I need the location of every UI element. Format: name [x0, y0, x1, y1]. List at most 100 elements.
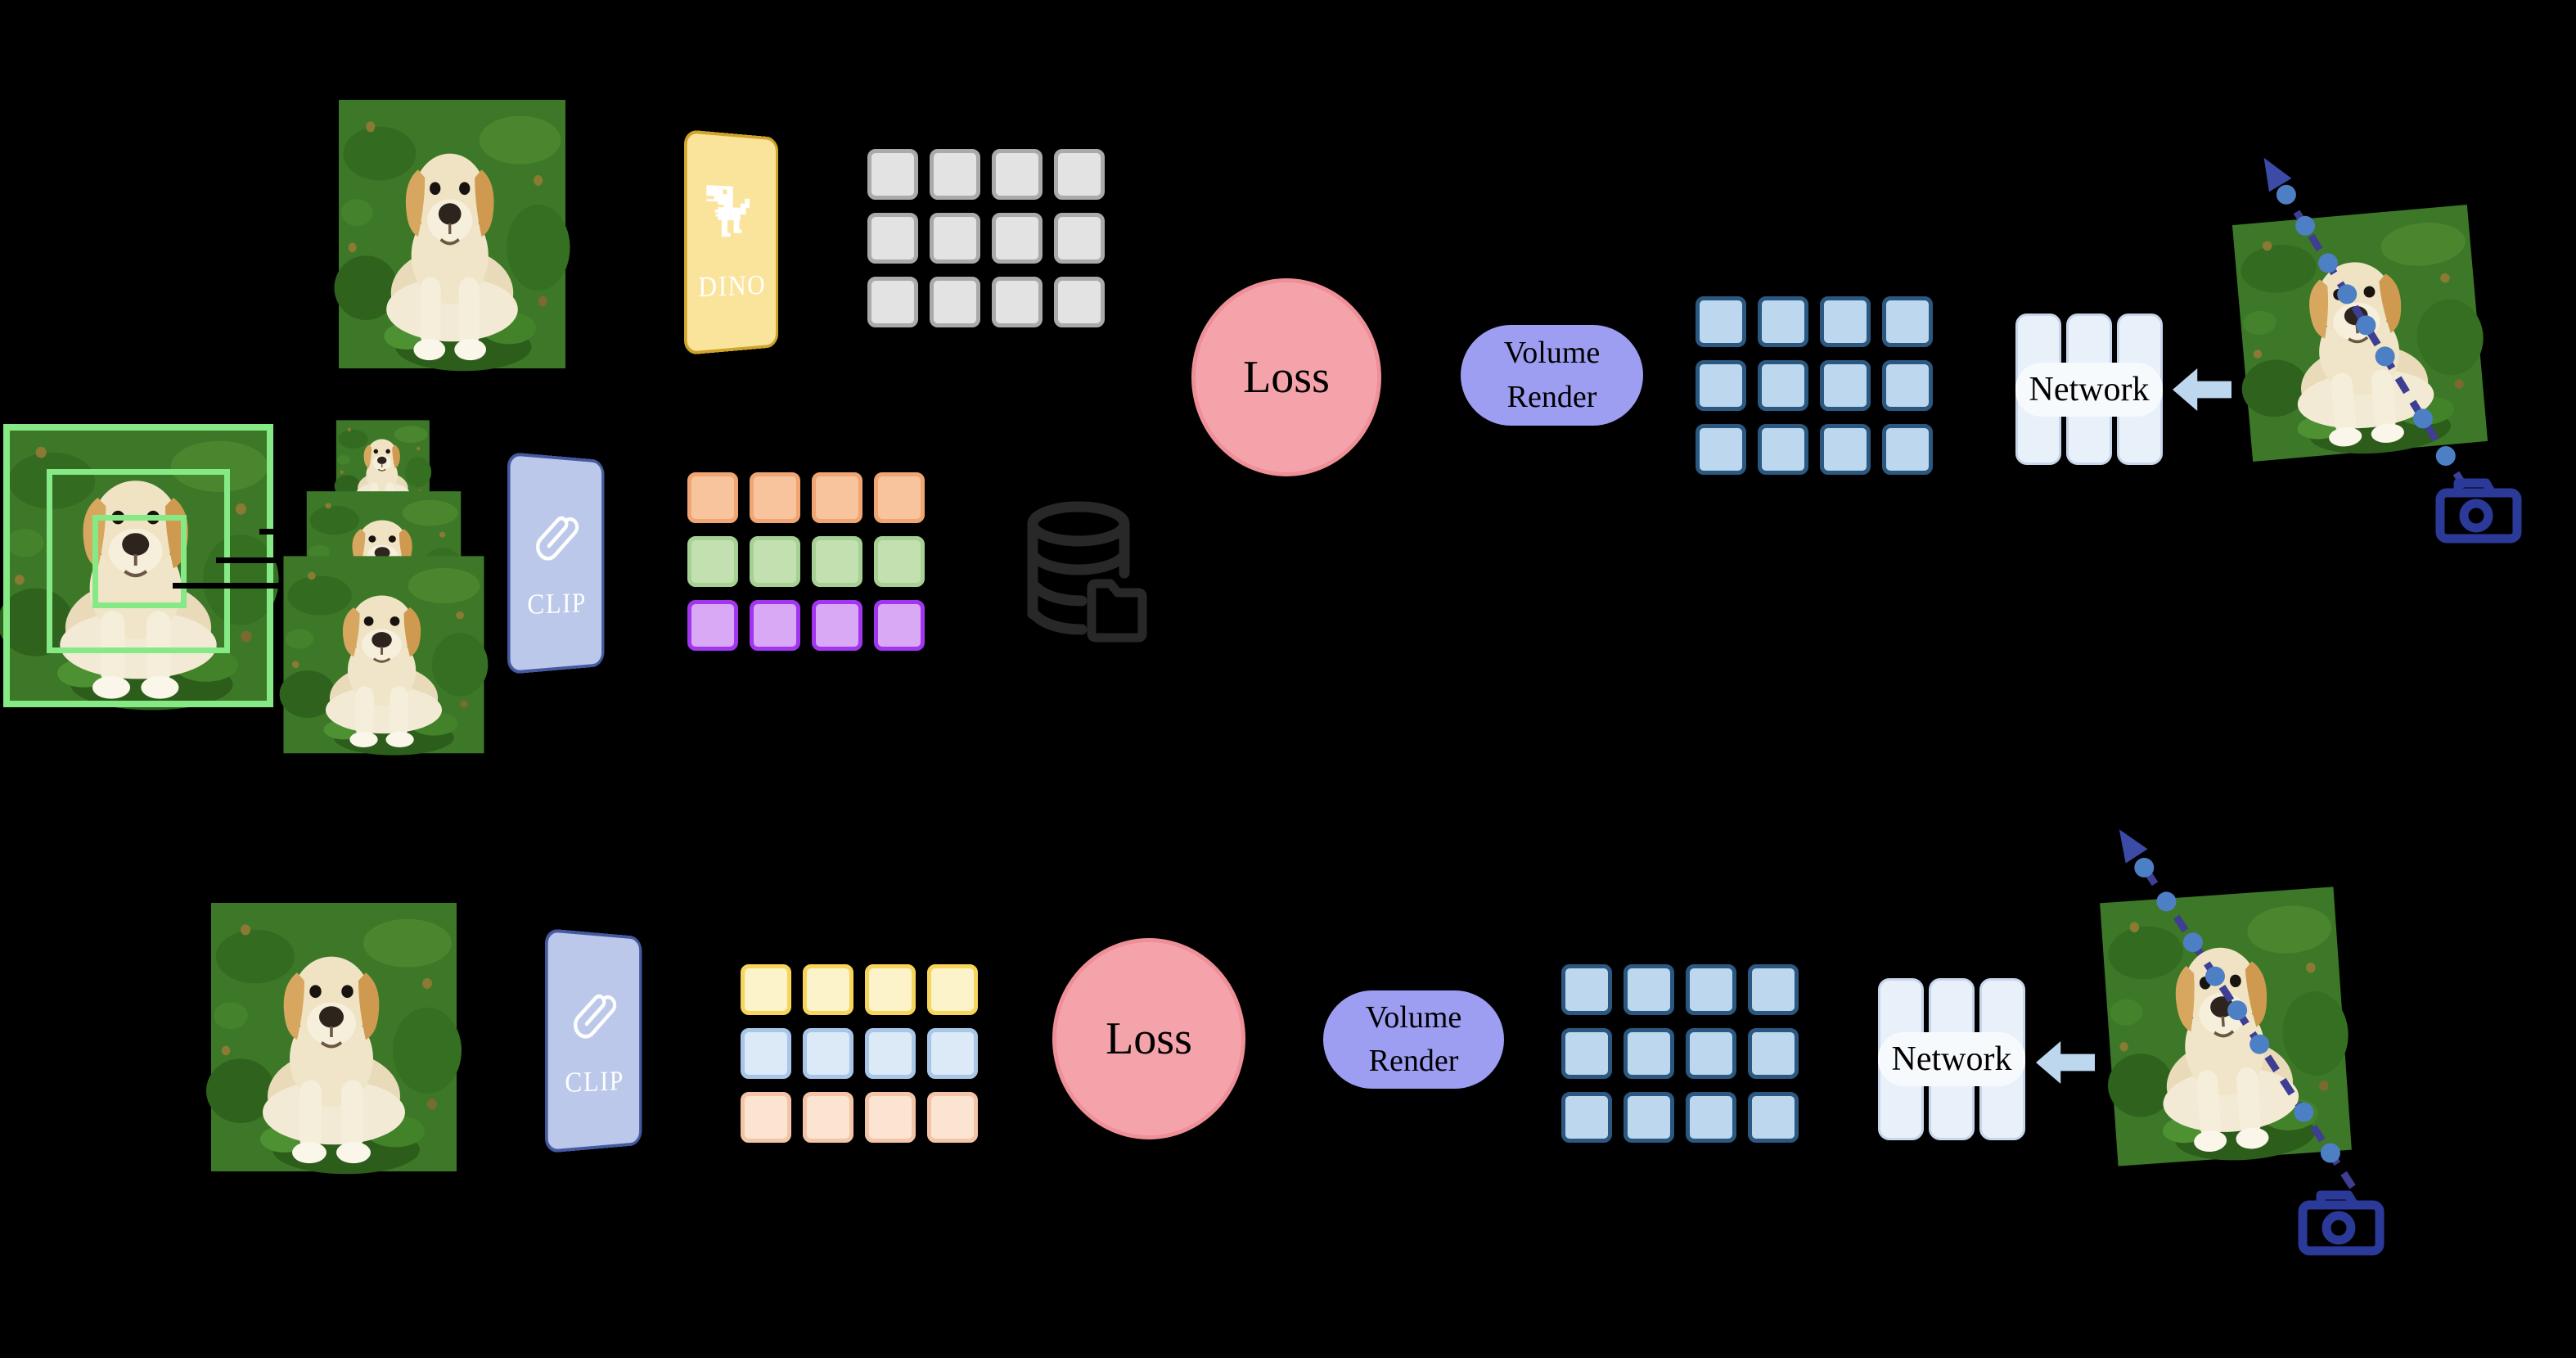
feature-cell-purple	[812, 600, 862, 651]
rendered-feature-grid-bottom	[1561, 964, 1799, 1143]
loss-label: Loss	[1243, 352, 1330, 403]
feature-cell-lightblue	[927, 1028, 978, 1079]
network-label-box: Network	[2015, 363, 2163, 417]
feature-cell-blue	[1748, 1028, 1799, 1079]
feature-cell-blue	[1624, 964, 1674, 1015]
feature-cell-yellow	[803, 964, 853, 1015]
dashed-ray-arrow-icon	[2119, 829, 2356, 1189]
feature-cell-green	[750, 536, 800, 587]
volume-render-line2: Render	[1368, 1044, 1459, 1078]
rendered-feature-grid-top	[1696, 296, 1933, 475]
feature-cell-gray	[992, 213, 1043, 264]
paperclip-icon	[553, 972, 634, 1065]
volume-render-node-bottom: Volume Render	[1323, 990, 1504, 1089]
feature-cell-blue	[1686, 1028, 1736, 1079]
feature-cell-gray	[867, 213, 918, 264]
feature-cell-blue	[1561, 1092, 1612, 1143]
volume-render-line1: Volume	[1503, 336, 1601, 371]
feature-cell-gray	[1054, 149, 1105, 200]
database-icon	[1027, 501, 1147, 643]
volume-render-line1: Volume	[1365, 999, 1462, 1035]
feature-cell-orange	[874, 472, 925, 523]
clip-feature-grid-bottom	[741, 964, 978, 1143]
dino-encoder-label: DINO	[698, 268, 767, 304]
feature-cell-gray	[930, 149, 980, 200]
feature-cell-blue	[1686, 1092, 1736, 1143]
feature-cell-blue	[1624, 1092, 1674, 1143]
network-node-bottom: Network	[1878, 978, 2025, 1140]
feature-cell-blue	[1696, 296, 1746, 347]
feature-cell-green	[812, 536, 862, 587]
feature-cell-gray	[867, 149, 918, 200]
camera-icon	[2435, 478, 2522, 544]
training-image-bottom	[205, 901, 463, 1176]
bbox-connector-line	[173, 583, 344, 589]
left-block-arrow-icon	[2173, 368, 2231, 411]
network-label: Network	[2029, 371, 2150, 408]
volume-render-node-top: Volume Render	[1461, 325, 1643, 426]
feature-cell-gray	[1054, 213, 1105, 264]
feature-cell-gray	[930, 213, 980, 264]
bbox-connector-line	[259, 529, 344, 535]
network-node-top: Network	[2015, 314, 2163, 465]
feature-cell-orange	[750, 472, 800, 523]
feature-cell-purple	[687, 600, 738, 651]
clip-encoder-bottom: CLIP	[545, 928, 642, 1153]
feature-cell-blue	[1561, 1028, 1612, 1079]
feature-cell-peach	[803, 1092, 853, 1143]
feature-cell-blue	[1748, 964, 1799, 1015]
left-block-arrow-icon	[2036, 1041, 2095, 1084]
bbox-connector-line	[216, 557, 344, 563]
feature-cell-yellow	[741, 964, 791, 1015]
feature-cell-blue	[1686, 964, 1736, 1015]
feature-cell-blue	[1758, 296, 1808, 347]
feature-cell-blue	[1820, 296, 1871, 347]
dino-feature-grid	[867, 149, 1105, 327]
feature-cell-blue	[1758, 360, 1808, 411]
feature-cell-lightblue	[865, 1028, 916, 1079]
feature-cell-orange	[812, 472, 862, 523]
clip-encoder-label: CLIP	[565, 1064, 624, 1099]
feature-cell-blue	[1882, 296, 1933, 347]
feature-cell-blue	[1820, 360, 1871, 411]
feature-cell-peach	[865, 1092, 916, 1143]
clip-feature-grid-top	[687, 472, 925, 651]
feature-cell-blue	[1758, 424, 1808, 475]
feature-cell-lightblue	[803, 1028, 853, 1079]
feature-cell-gray	[930, 277, 980, 327]
feature-cell-blue	[1882, 360, 1933, 411]
clip-encoder-label: CLIP	[527, 587, 587, 620]
feature-cell-gray	[867, 277, 918, 327]
crop-scale-3	[278, 554, 489, 757]
feature-cell-blue	[1820, 424, 1871, 475]
feature-cell-yellow	[927, 964, 978, 1015]
feature-cell-purple	[874, 600, 925, 651]
feature-cell-blue	[1624, 1028, 1674, 1079]
dashed-ray-arrow-icon	[2263, 157, 2468, 490]
paperclip-icon	[516, 495, 597, 588]
feature-cell-blue	[1561, 964, 1612, 1015]
feature-cell-peach	[741, 1092, 791, 1143]
network-label-box: Network	[1878, 1032, 2025, 1086]
training-image-top	[332, 98, 572, 373]
clip-encoder-top: CLIP	[507, 452, 605, 674]
feature-cell-blue	[1748, 1092, 1799, 1143]
network-label: Network	[1891, 1040, 2012, 1078]
feature-cell-gray	[992, 277, 1043, 327]
bbox-outer	[3, 424, 273, 707]
loss-node-bottom: Loss	[1052, 938, 1245, 1139]
feature-cell-green	[687, 536, 738, 587]
loss-node-top: Loss	[1191, 278, 1381, 476]
volume-render-line2: Render	[1506, 379, 1597, 414]
dino-encoder: DINO	[684, 129, 779, 355]
pixel-dinosaur-icon	[706, 185, 750, 237]
feature-cell-blue	[1882, 424, 1933, 475]
feature-cell-gray	[992, 149, 1043, 200]
bbox-small	[92, 514, 187, 608]
feature-cell-peach	[927, 1092, 978, 1143]
feature-cell-blue	[1696, 360, 1746, 411]
feature-cell-gray	[1054, 277, 1105, 327]
multiscale-input-image	[3, 424, 273, 707]
feature-cell-purple	[750, 600, 800, 651]
